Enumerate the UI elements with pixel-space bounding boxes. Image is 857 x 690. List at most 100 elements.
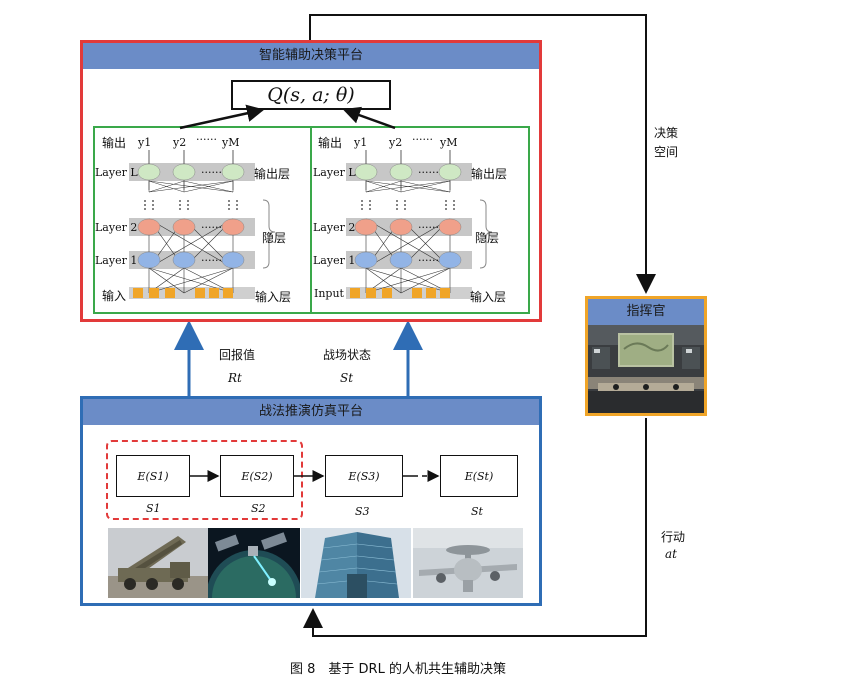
- state-box-st: E(St): [440, 455, 518, 497]
- state-label-st: St: [471, 505, 483, 518]
- left-hidden-layer: 隐层: [262, 231, 287, 245]
- left-yM: yM: [222, 136, 240, 149]
- state-box-s1-label: E(S1): [137, 469, 169, 483]
- right-row-dots: ······: [418, 166, 439, 179]
- left-row-dots: ······: [201, 166, 222, 179]
- figure-caption: 图 8 基于 DRL 的人机共生辅助决策: [290, 662, 506, 677]
- right-hidden-layer: 隐层: [475, 231, 500, 245]
- left-row-dots: ······: [201, 254, 222, 267]
- left-y1: y1: [138, 136, 152, 149]
- building-image: [301, 528, 411, 598]
- left-hidden-brace: [262, 199, 276, 269]
- q-function-label: Q(s, a; θ): [267, 84, 355, 106]
- state-label-s2: S2: [251, 502, 266, 515]
- right-hidden1-node-1: [389, 251, 413, 269]
- action-line1: 行动: [661, 530, 686, 544]
- right-output-layer: 输出层: [471, 167, 508, 181]
- commander-title: 指挥官: [588, 299, 704, 325]
- right-yM: yM: [440, 136, 458, 149]
- left-input-layer: 输入层: [255, 290, 292, 304]
- reward-label: 回报值: [219, 348, 256, 362]
- state-group-dashed: [106, 440, 303, 520]
- state-label-s1: S1: [146, 502, 161, 515]
- left-hidden2-node-2: [221, 218, 245, 236]
- rocket-launcher-image: [108, 528, 208, 598]
- right-input-node-5: [440, 288, 450, 298]
- state-box-s2: E(S2): [220, 455, 294, 497]
- simulation-platform-title: 战法推演仿真平台: [83, 399, 539, 425]
- state-label: 战场状态: [323, 348, 372, 362]
- right-input-label: Input: [314, 287, 344, 300]
- reward-symbol: Rt: [228, 371, 242, 385]
- command-center-image: [588, 325, 704, 413]
- left-hidden1-node-1: [172, 251, 196, 269]
- right-dots: ······: [412, 133, 433, 146]
- right-layer-L: Layer L: [313, 166, 356, 179]
- left-input-node-1: [149, 288, 159, 298]
- commander-panel: 指挥官: [585, 296, 707, 416]
- state-box-s1: E(S1): [116, 455, 190, 497]
- left-row-dots: ······: [201, 221, 222, 234]
- left-output-layer: 输出层: [254, 167, 291, 181]
- right-input-layer: 输入层: [470, 290, 507, 304]
- left-layer-L: Layer L: [95, 166, 138, 179]
- right-layer-1: Layer 1: [313, 254, 356, 267]
- satellite-image: [208, 528, 300, 598]
- network-left: ······ ······ ······: [129, 150, 276, 299]
- left-layer-2: Layer 2: [95, 221, 138, 234]
- right-hidden2-node-0: [354, 218, 378, 236]
- left-dots: ······: [196, 133, 217, 146]
- right-input-node-1: [366, 288, 376, 298]
- state-box-s2-label: E(S2): [241, 469, 273, 483]
- left-output-label: 输出: [102, 136, 127, 150]
- decision-space-line2: 空间: [654, 145, 679, 159]
- state-box-st-label: E(St): [464, 469, 494, 483]
- right-hidden1-node-0: [354, 251, 378, 269]
- right-hidden2-node-1: [389, 218, 413, 236]
- state-symbol: St: [340, 371, 354, 385]
- left-output-node-1: [172, 163, 196, 181]
- right-y1: y1: [354, 136, 368, 149]
- right-hidden-brace: [479, 199, 493, 269]
- left-input-node-0: [133, 288, 143, 298]
- left-input-label: 输入: [102, 289, 127, 303]
- left-hidden1-node-0: [137, 251, 161, 269]
- left-y2: y2: [173, 136, 187, 149]
- simulation-platform: 战法推演仿真平台: [80, 396, 542, 606]
- right-hidden1-node-2: [438, 251, 462, 269]
- left-hidden2-node-0: [137, 218, 161, 236]
- left-hidden2-node-1: [172, 218, 196, 236]
- right-row-dots: ······: [418, 221, 439, 234]
- state-box-s3: E(S3): [325, 455, 403, 497]
- right-output-node-1: [389, 163, 413, 181]
- right-row-dots: ······: [418, 254, 439, 267]
- left-layer-1: Layer 1: [95, 254, 138, 267]
- network-right: ······ ······ ······: [346, 150, 493, 299]
- right-hidden2-node-2: [438, 218, 462, 236]
- awacs-aircraft-image: [413, 528, 523, 598]
- left-output-node-0: [137, 163, 161, 181]
- right-output-label: 输出: [318, 136, 343, 150]
- right-y2: y2: [389, 136, 403, 149]
- right-output-node-0: [354, 163, 378, 181]
- right-output-node-2: [438, 163, 462, 181]
- action-line2: at: [665, 547, 677, 561]
- left-input-node-4: [209, 288, 219, 298]
- right-input-node-2: [382, 288, 392, 298]
- right-input-node-4: [426, 288, 436, 298]
- right-layer-2: Layer 2: [313, 221, 356, 234]
- right-input-node-0: [350, 288, 360, 298]
- left-output-node-2: [221, 163, 245, 181]
- decision-platform: 智能辅助决策平台: [80, 40, 542, 322]
- right-input-node-3: [412, 288, 422, 298]
- left-input-node-5: [223, 288, 233, 298]
- decision-space-line1: 决策: [654, 126, 679, 140]
- network-divider: [310, 126, 312, 314]
- state-box-s3-label: E(S3): [348, 469, 380, 483]
- left-input-node-3: [195, 288, 205, 298]
- q-function-box: Q(s, a; θ): [231, 80, 391, 110]
- left-hidden1-node-2: [221, 251, 245, 269]
